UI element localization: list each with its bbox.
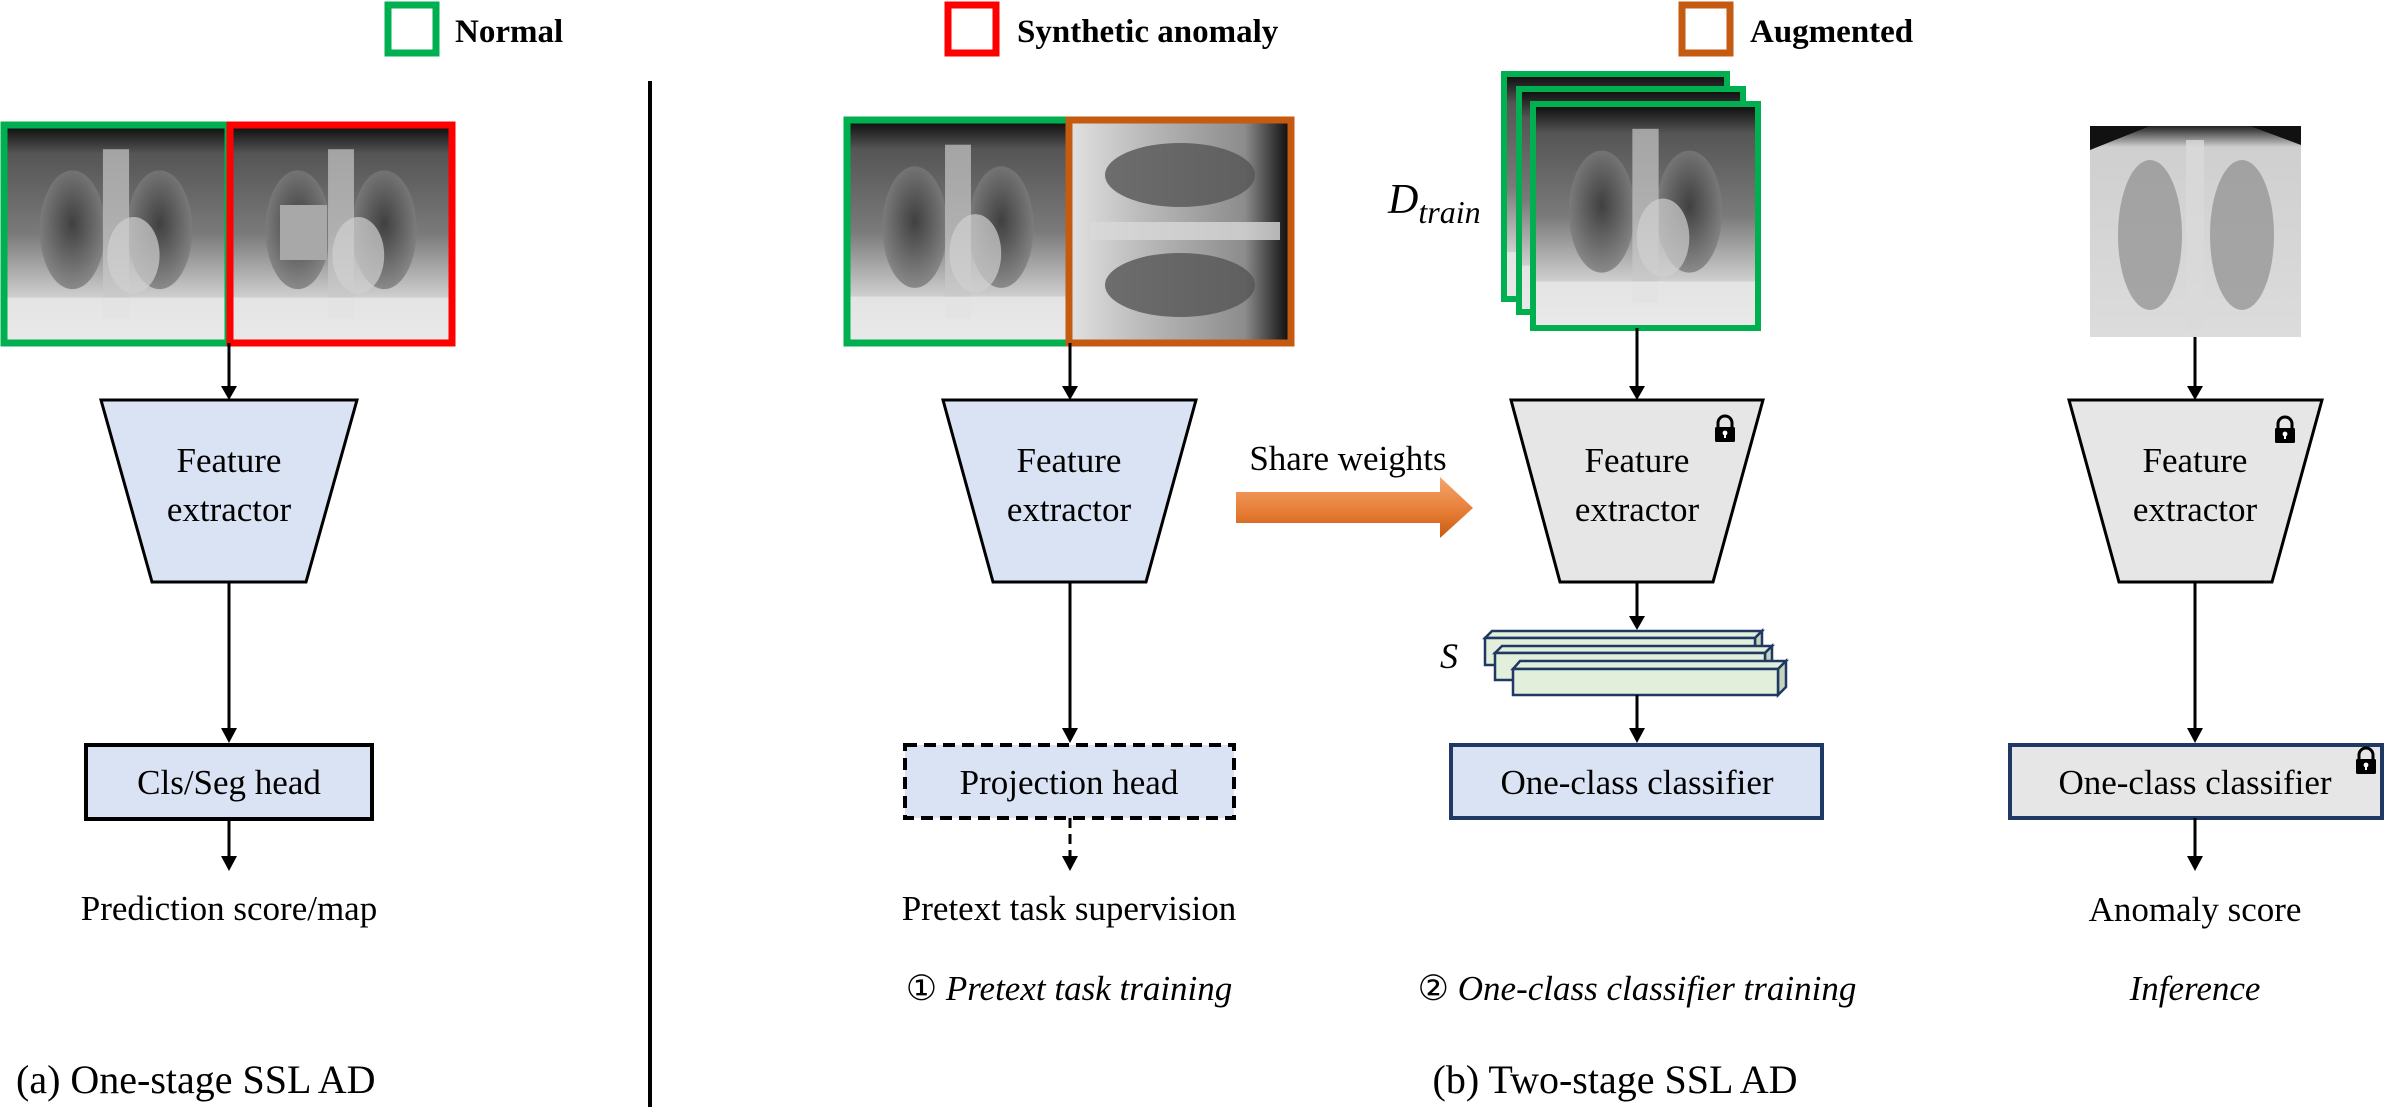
legend-item-synthetic-anomaly: Synthetic anomaly <box>944 1 1279 57</box>
svg-text:extractor: extractor <box>1575 490 1700 529</box>
feature-vectors <box>1481 627 1790 699</box>
svg-text:② One-class classifier trainin: ② One-class classifier training <box>1418 969 1857 1008</box>
svg-text:Dtrain: Dtrain <box>1387 177 1481 230</box>
feature-extractor-inference: Feature extractor <box>2067 398 2324 584</box>
svg-text:Feature: Feature <box>1017 441 1122 480</box>
svg-text:Projection head: Projection head <box>960 763 1179 802</box>
stage2-title: ② One-class classifier training <box>1418 969 1857 1008</box>
panel-divider <box>648 81 652 1107</box>
stack-image-front <box>1530 101 1761 331</box>
training-image-stack <box>1501 71 1761 331</box>
svg-text:Feature: Feature <box>2143 441 2248 480</box>
prediction-output-label: Prediction score/map <box>81 889 377 928</box>
cls-seg-head: Cls/Seg head <box>84 743 374 821</box>
share-weights-label: Share weights <box>1249 439 1446 478</box>
pretext-supervision-label: Pretext task supervision <box>902 889 1236 928</box>
legend-label-anomaly: Synthetic anomaly <box>1017 14 1279 50</box>
panel-a: Feature extractor Cls/Seg head Predictio… <box>0 121 456 1102</box>
feature-extractor-stage2: Feature extractor <box>1509 398 1765 584</box>
svg-text:extractor: extractor <box>1007 490 1132 529</box>
caption-b: (b) Two-stage SSL AD <box>1433 1057 1798 1102</box>
svg-text:extractor: extractor <box>2133 490 2258 529</box>
svg-text:① Pretext task training: ① Pretext task training <box>906 969 1233 1008</box>
svg-text:Feature: Feature <box>177 441 282 480</box>
feature-vector <box>1510 657 1790 699</box>
legend-item-augmented: Augmented <box>1678 1 1913 57</box>
caption-a: (a) One-stage SSL AD <box>16 1057 376 1102</box>
share-weights-arrow-icon <box>1236 477 1473 538</box>
stage2-occ-training: Dtrain Feature extractor S <box>1387 71 1857 1008</box>
anomaly-patch <box>280 205 327 260</box>
stage1-title: ① Pretext task training <box>906 969 1233 1008</box>
legend-item-normal: Normal <box>384 1 563 57</box>
svg-text:Feature: Feature <box>1585 441 1690 480</box>
one-class-classifier-train: One-class classifier <box>1449 743 1824 820</box>
stage1-pretext: Feature extractor Projection head Pretex… <box>843 116 1295 1008</box>
share-weights: Share weights <box>1236 439 1473 538</box>
projection-head: Projection head <box>903 743 1236 820</box>
legend-label-normal: Normal <box>455 14 563 50</box>
svg-text:extractor: extractor <box>167 490 292 529</box>
features-set-label: S <box>1440 636 1458 676</box>
legend-swatch-anomaly <box>944 1 1000 57</box>
image-augmented <box>1065 116 1295 347</box>
image-normal-a <box>0 121 232 347</box>
image-synthetic-anomaly <box>226 121 456 347</box>
legend-swatch-augmented <box>1678 1 1734 57</box>
test-image <box>2090 126 2301 337</box>
feature-extractor-a: Feature extractor <box>99 398 359 584</box>
legend-swatch-normal <box>384 1 440 57</box>
feature-extractor-stage1: Feature extractor <box>941 398 1198 584</box>
inference-title: Inference <box>2129 969 2261 1008</box>
anomaly-score-label: Anomaly score <box>2089 890 2302 929</box>
one-class-classifier-inference: One-class classifier <box>2008 743 2384 820</box>
svg-text:One-class classifier: One-class classifier <box>1500 763 1773 802</box>
stage2-number: ② <box>1418 969 1449 1008</box>
svg-text:Cls/Seg head: Cls/Seg head <box>137 763 321 802</box>
legend: Normal Synthetic anomaly Augmented <box>384 1 1913 57</box>
image-normal-b <box>843 116 1073 347</box>
inference: Feature extractor One-class classifier A… <box>2008 126 2384 1008</box>
dataset-label: Dtrain <box>1387 177 1481 230</box>
svg-text:One-class classifier: One-class classifier <box>2058 763 2331 802</box>
stage2-title-text: One-class classifier training <box>1458 969 1857 1008</box>
legend-label-augmented: Augmented <box>1750 14 1913 50</box>
stage1-number: ① <box>906 969 937 1008</box>
stage1-title-text: Pretext task training <box>945 969 1232 1008</box>
